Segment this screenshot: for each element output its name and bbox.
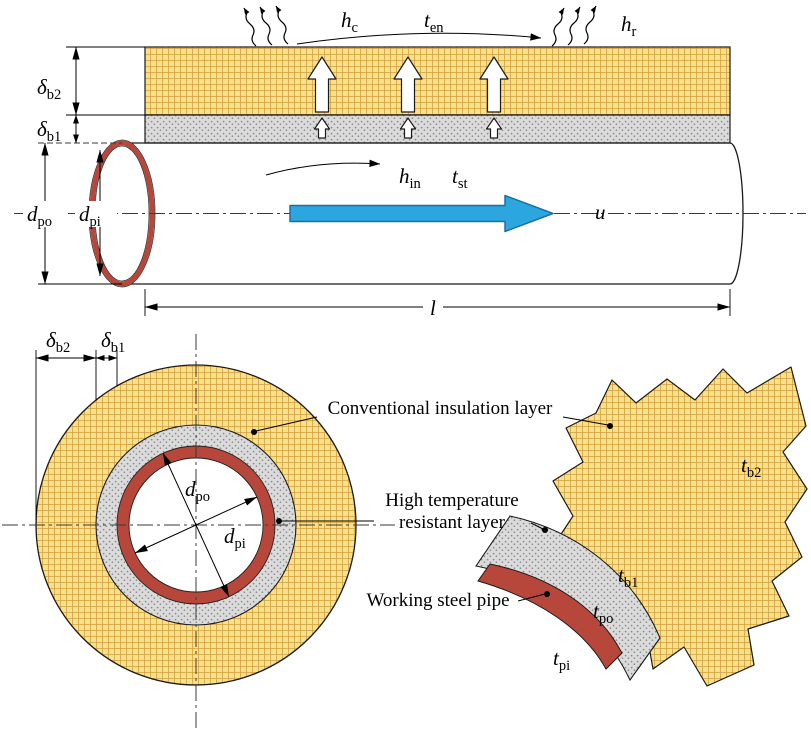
layer-extension-lines: [66, 46, 145, 116]
d-po-label: dpo: [27, 202, 52, 230]
pipe-fragment: [477, 563, 623, 670]
wave-arrow-icon: [552, 8, 564, 46]
working-pipe-label: Working steel pipe: [366, 590, 509, 611]
length-label: l: [430, 296, 436, 320]
leader-line: [255, 416, 318, 432]
leader-dot: [607, 423, 613, 429]
t-po-label: tpo: [593, 599, 613, 627]
wave-arrow-icon: [568, 7, 580, 45]
flow-arrow: [289, 194, 554, 233]
d-po-label-mask: [23, 201, 67, 227]
wave-arrow-icon: [244, 8, 256, 46]
delta-b1-label: δb1: [37, 117, 61, 145]
t-b1-label: tb1: [618, 563, 638, 591]
leader-dot: [544, 591, 550, 597]
exploded-view: tb2 tb1 tpo tpi: [475, 366, 808, 687]
d-pi-label-mask: [75, 201, 117, 227]
high-temperature-layer-section: [144, 114, 731, 144]
conventional-insulation-layer-section: [144, 46, 731, 116]
d-pi-label: dpi: [79, 202, 101, 230]
u-label: u: [595, 200, 606, 224]
leader-dot: [276, 518, 282, 524]
delta-b2-label: δb2: [37, 75, 61, 103]
cross-section-view: δb2 δb1 dpo dpi: [2, 328, 395, 729]
internal-convection-arc-arrow: [265, 159, 381, 176]
leader-dot: [251, 429, 257, 435]
h-r-label: hr: [621, 12, 637, 40]
longitudinal-view: δb2 δb1 dpo dpi l: [14, 6, 806, 320]
wave-arrow-icon: [276, 6, 288, 44]
d-pi-label-cs: dpi: [224, 524, 246, 552]
delta-b1-label-cs: δb1: [101, 328, 125, 356]
heat-wave-arrows-left: [244, 6, 288, 46]
leader-dot: [542, 527, 548, 533]
wave-arrow-icon: [260, 7, 272, 45]
t-pi-label: tpi: [553, 646, 570, 674]
leader-line: [530, 522, 544, 530]
high-temp-layer-label-line2: resistant layer: [399, 512, 506, 533]
delta-b2-label-cs: δb2: [46, 328, 70, 356]
t-en-label: ten: [424, 8, 444, 36]
length-extension-lines: [144, 289, 731, 316]
h-in-label: hin: [399, 164, 422, 192]
d-pi-diameter-line: [134, 496, 258, 554]
wave-arrow-icon: [584, 6, 596, 44]
conventional-layer-label: Conventional insulation layer: [328, 398, 553, 419]
length-label-mask: [423, 294, 443, 320]
leader-line: [517, 593, 546, 602]
high-temp-layer-label-line1: High temperature: [385, 490, 518, 511]
t-st-label: tst: [452, 164, 468, 192]
t-b2-label: tb2: [741, 453, 761, 481]
h-c-label: hc: [341, 8, 358, 36]
callout-annotations: Conventional insulation layer High tempe…: [251, 398, 613, 611]
heat-wave-arrows-right: [552, 6, 596, 46]
leader-line: [562, 416, 609, 426]
convection-arc-arrow: [296, 32, 542, 45]
d-po-label-cs: dpo: [185, 477, 210, 505]
